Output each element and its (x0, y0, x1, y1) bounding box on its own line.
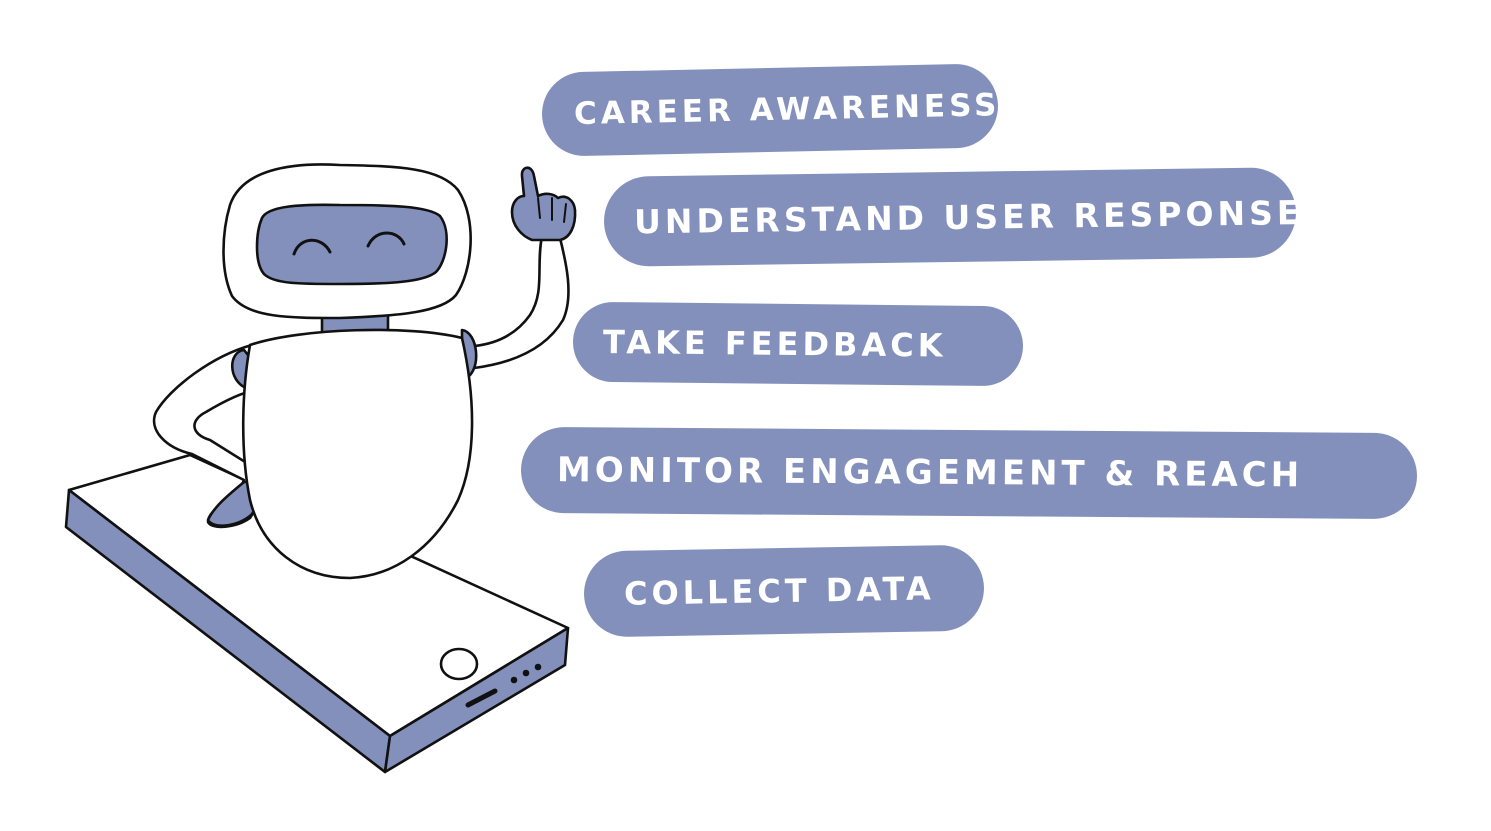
label-pill-take-feedback: TAKE FEEDBACK (572, 301, 1024, 387)
label-text: TAKE FEEDBACK (602, 322, 947, 365)
home-button-icon (439, 647, 479, 681)
label-pill-collect-data: COLLECT DATA (583, 544, 985, 638)
label-pill-career-awareness: CAREER AWARENESS (541, 63, 1001, 157)
pointing-hand-icon (510, 166, 577, 242)
robot-icon (152, 163, 577, 580)
smartphone-icon (64, 453, 570, 774)
label-text: COLLECT DATA (623, 569, 936, 613)
smiling-eye-icon (366, 231, 406, 248)
label-text: UNDERSTAND USER RESPONSE (633, 192, 1304, 241)
label-pill-monitor-engagement-reach: MONITOR ENGAGEMENT & REACH (520, 426, 1418, 520)
label-pill-understand-user-response: UNDERSTAND USER RESPONSE (603, 167, 1304, 267)
label-text: MONITOR ENGAGEMENT & REACH (556, 450, 1304, 496)
robot-body (241, 328, 474, 580)
charging-port-icon (465, 688, 498, 708)
robot-face-screen (255, 203, 448, 286)
label-text: CAREER AWARENESS (573, 87, 1001, 133)
smiling-eye-icon (292, 238, 332, 256)
